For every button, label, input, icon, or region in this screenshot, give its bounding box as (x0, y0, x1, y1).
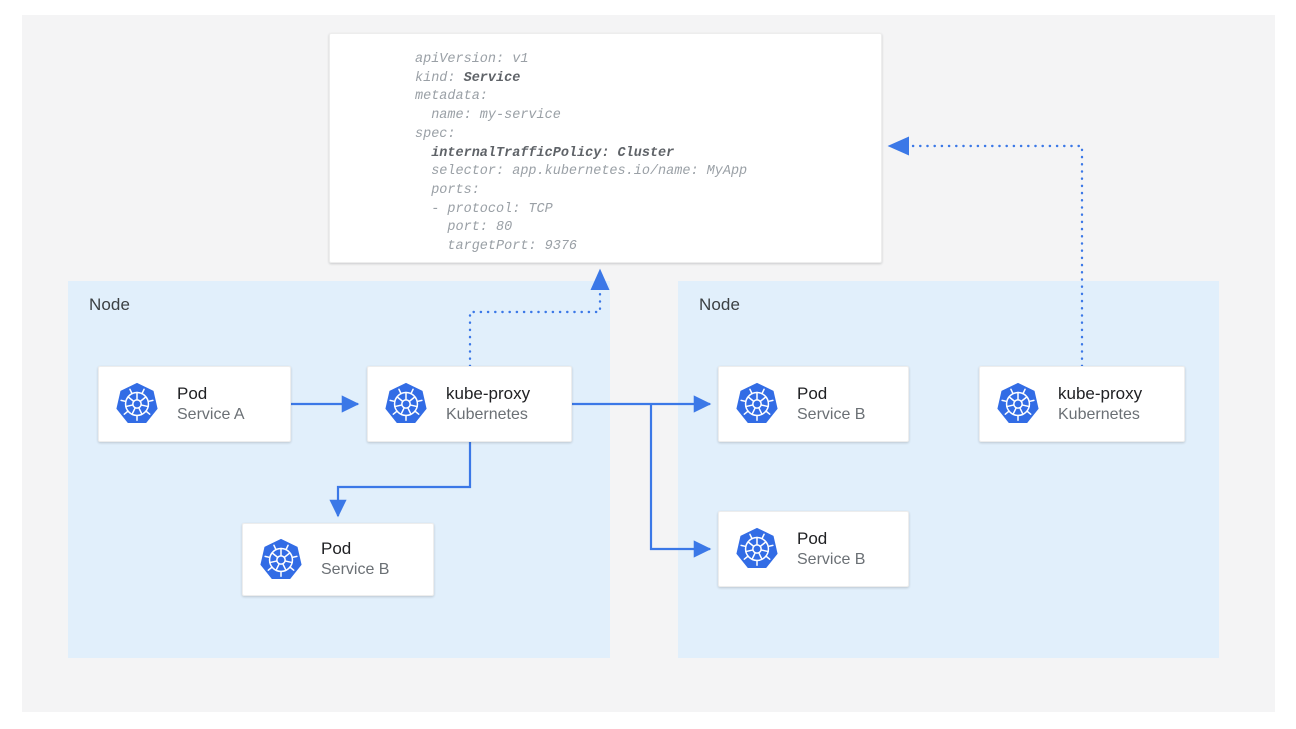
card-pod-service-b-remote-2[interactable]: Pod Service B (718, 511, 909, 587)
card-kube-proxy-right[interactable]: kube-proxy Kubernetes (979, 366, 1185, 442)
card-subtitle: Kubernetes (1058, 405, 1140, 423)
card-subtitle: Kubernetes (446, 405, 528, 423)
card-subtitle: Service A (177, 405, 245, 423)
kubernetes-icon (996, 382, 1040, 426)
node-left-label: Node (89, 295, 131, 314)
kubernetes-icon (259, 538, 303, 582)
card-kube-proxy-left[interactable]: kube-proxy Kubernetes (367, 366, 572, 442)
card-labels: Pod Service B (797, 383, 865, 425)
card-subtitle: Service B (797, 550, 866, 568)
card-pod-service-a[interactable]: Pod Service A (98, 366, 291, 442)
service-spec-card: apiVersion: v1 kind: Service metadata: n… (329, 33, 882, 263)
service-spec-code: apiVersion: v1 kind: Service metadata: n… (415, 52, 748, 255)
card-subtitle: Service B (797, 405, 866, 423)
card-labels: kube-proxy Kubernetes (446, 383, 530, 425)
card-subtitle: Service B (321, 561, 390, 579)
card-title: Pod (177, 383, 208, 403)
card-title: Pod (797, 383, 828, 403)
card-pod-service-b-remote-1[interactable]: Pod Service B (718, 366, 909, 442)
kubernetes-icon (735, 382, 779, 426)
card-pod-service-b-local[interactable]: Pod Service B (242, 523, 434, 596)
kubernetes-icon (735, 527, 779, 571)
node-right: Node (678, 281, 1219, 658)
card-labels: kube-proxy Kubernetes (1058, 383, 1142, 425)
card-title: kube-proxy (1058, 383, 1143, 403)
kubernetes-icon (384, 382, 428, 426)
card-labels: Pod Service A (177, 383, 245, 425)
card-labels: Pod Service B (797, 528, 865, 570)
kubernetes-icon (115, 382, 159, 426)
card-labels: Pod Service B (321, 538, 389, 580)
card-title: Pod (797, 528, 828, 548)
card-title: Pod (321, 539, 352, 559)
card-title: kube-proxy (446, 383, 531, 403)
node-left: Node (68, 281, 610, 658)
node-right-label: Node (699, 295, 741, 314)
